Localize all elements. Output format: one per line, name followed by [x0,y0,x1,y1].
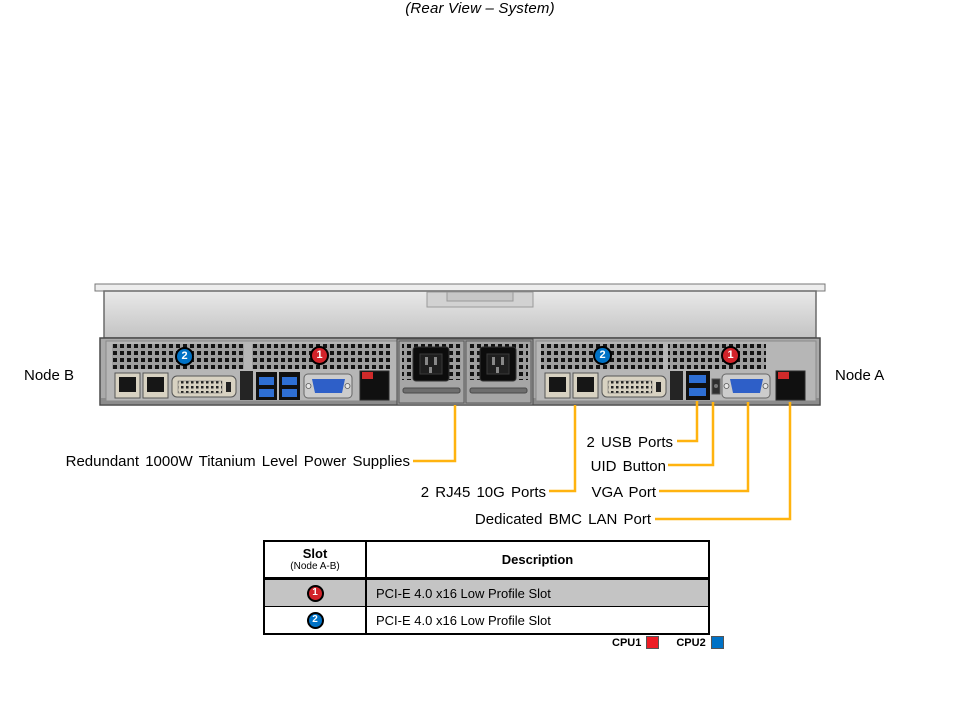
uid-button [711,378,721,395]
usb-ports [256,372,300,400]
vga-port [721,373,771,399]
chassis-lid [94,283,826,339]
node-a-label: Node A [835,367,885,384]
rj45-ports [114,372,169,399]
node-b-label: Node B [24,367,75,384]
node-b-io-panel [105,340,398,402]
callout-usb-label: 2 USB Ports [586,434,673,451]
bmc-lan-port [359,370,390,401]
callout-uid-label: UID Button [590,458,666,475]
slot-table: Slot (Node A-B) Description 1 PCI-E 4.0 … [263,540,710,635]
slot-column-header: Slot (Node A-B) [265,542,367,577]
callout-vga-label: VGA Port [591,484,656,501]
cpu2-label: CPU2 [676,636,706,649]
node-a-slot1-badge: 1 [721,346,740,365]
slot1-badge: 1 [306,584,324,602]
blank-slot [670,371,683,400]
callout-line-bmc [655,402,792,521]
vent-grid [668,344,766,369]
description-column-header: Description [501,552,574,567]
page-title: (Rear View – System) [405,0,555,17]
psu-right [465,340,532,404]
callout-bmc-label: Dedicated BMC LAN Port [474,511,651,528]
rj45-ports [544,372,599,399]
cpu1-color-swatch [646,636,660,649]
slot2-badge: 2 [306,611,324,629]
psu-handle [402,387,461,394]
cpu1-label: CPU1 [612,636,642,649]
cpu-legend: CPU1 CPU2 [612,636,724,649]
blank-slot [240,371,253,400]
callout-line-vga [659,402,750,493]
vga-port [303,373,353,399]
callout-rj45-label: 2 RJ45 10G Ports [420,484,546,501]
dvi-style-connector [601,375,667,398]
node-b-slot1-badge: 1 [310,346,329,365]
slot-table-header: Slot (Node A-B) Description [265,542,708,580]
callout-line-psu [413,405,457,463]
table-row: 2 PCI-E 4.0 x16 Low Profile Slot [265,607,708,633]
psu-left [398,340,465,404]
psu-handle [469,387,528,394]
table-row: 1 PCI-E 4.0 x16 Low Profile Slot [265,580,708,607]
power-supplies [396,338,534,406]
callout-psu-label: Redundant 1000W Titanium Level Power Sup… [65,453,410,470]
node-a-slot2-badge: 2 [593,346,612,365]
cpu2-color-swatch [710,636,724,649]
callout-line-usb [677,401,699,443]
node-a-io-panel [535,340,817,402]
slot1-description: PCI-E 4.0 x16 Low Profile Slot [376,585,551,601]
callout-lines [413,401,792,521]
bmc-lan-port [775,370,806,401]
callout-line-uid [668,402,715,467]
node-b-slot2-badge: 2 [175,347,194,366]
dvi-style-connector [171,375,237,398]
slot2-description: PCI-E 4.0 x16 Low Profile Slot [376,612,551,628]
callout-line-rj45 [549,405,577,493]
usb-ports [686,371,710,400]
